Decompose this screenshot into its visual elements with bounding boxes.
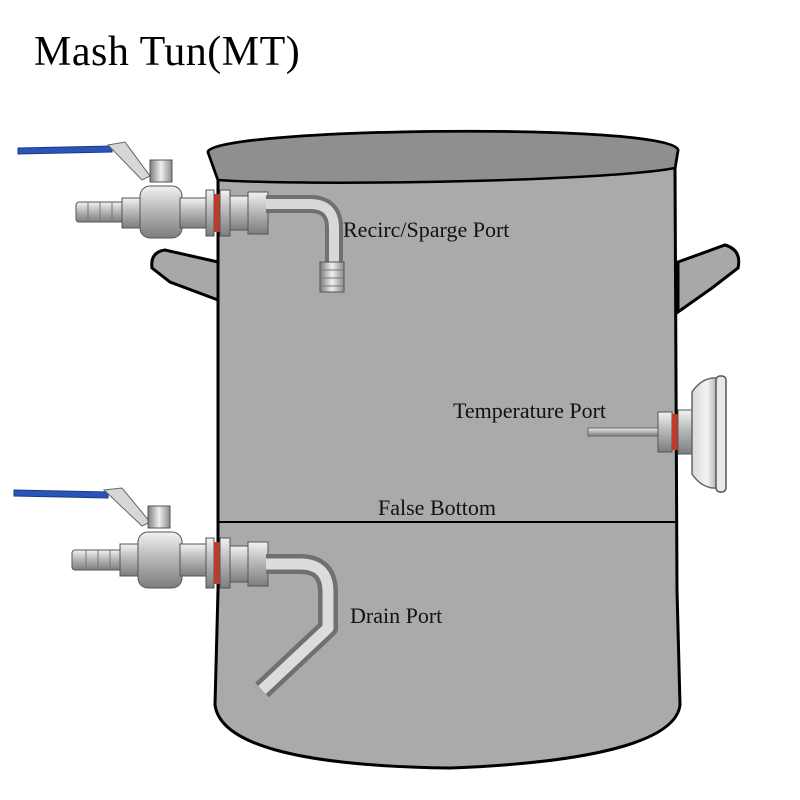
dip-tube-icon	[255, 554, 338, 698]
ball-valve-icon	[13, 487, 207, 589]
pot-handle-right	[676, 243, 741, 315]
thermometer-icon	[587, 375, 727, 493]
drain-valve-assembly	[13, 487, 338, 698]
elbow-pipe-icon	[266, 195, 345, 293]
page-title: Mash Tun(MT)	[34, 29, 301, 75]
recirc-port-label: Recirc/Sparge Port	[343, 217, 510, 242]
recirc-valve-assembly	[17, 141, 345, 293]
false-bottom-label: False Bottom	[378, 495, 496, 520]
drain-port-label: Drain Port	[350, 603, 443, 628]
ball-valve-icon	[17, 141, 207, 239]
pot-handle-left	[150, 248, 220, 303]
temperature-port-label: Temperature Port	[453, 398, 607, 423]
